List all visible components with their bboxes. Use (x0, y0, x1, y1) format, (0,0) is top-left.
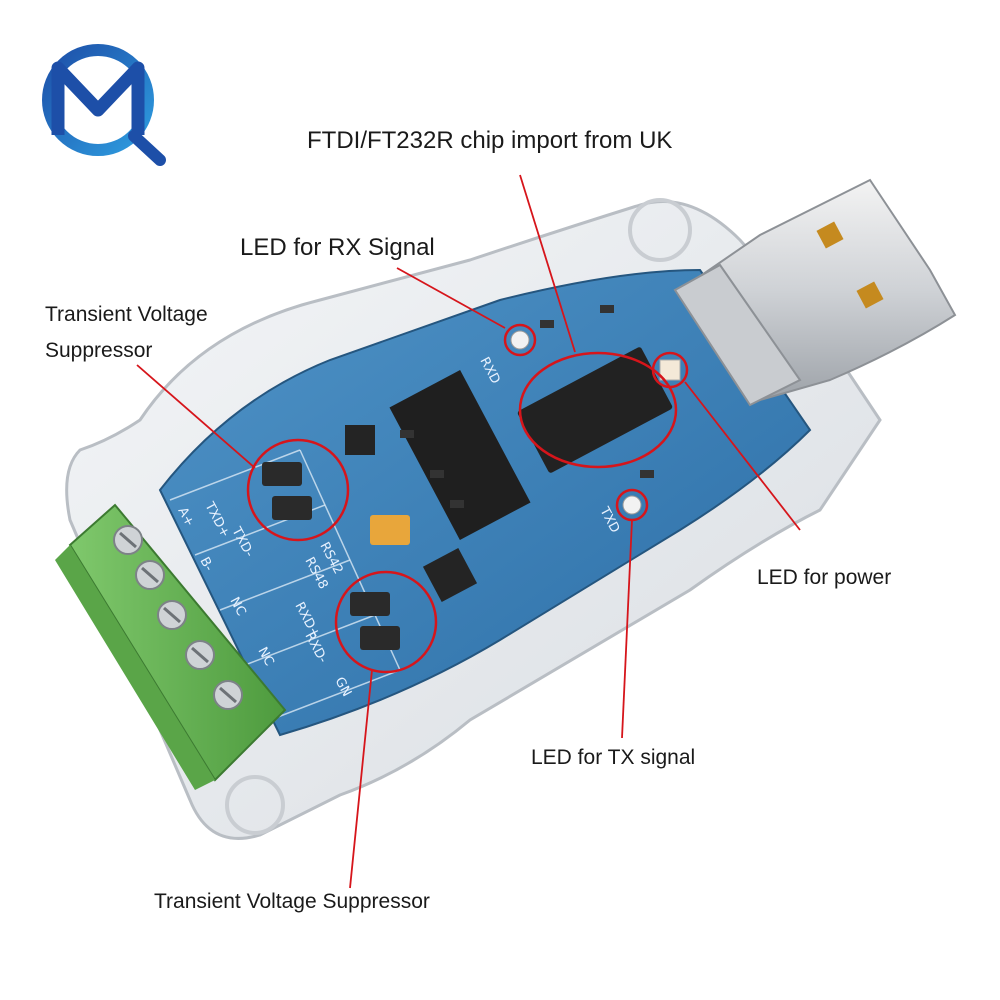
callout-tvs-bottom: Transient Voltage Suppressor (154, 890, 430, 913)
callout-tvs-top: Transient Voltage Suppressor (45, 303, 208, 362)
callout-chip: FTDI/FT232R chip import from UK (307, 127, 673, 154)
terminal-block (55, 503, 287, 790)
usb-a-plug (673, 178, 957, 407)
leader-led-power (684, 381, 801, 531)
callout-led-tx: LED for TX signal (531, 746, 696, 769)
leader-led-rx (396, 267, 506, 329)
circle-chip (518, 351, 678, 469)
label-b-minus: B- (196, 555, 216, 574)
leader-tvs-top (136, 364, 256, 469)
components (262, 305, 681, 650)
leader-lines (136, 174, 801, 889)
led-rx (510, 330, 530, 350)
circle-led-rx (503, 323, 537, 357)
leader-chip (519, 174, 576, 353)
leader-led-tx (621, 519, 633, 739)
circle-tvs-bottom (334, 570, 438, 674)
callout-led-rx: LED for RX Signal (240, 234, 435, 261)
led-power (659, 359, 681, 381)
led-tx (622, 495, 642, 515)
annotation-circles (246, 323, 689, 674)
brand-logo (42, 44, 166, 166)
leader-tvs-bottom (349, 669, 373, 889)
callout-led-power: LED for power (757, 566, 892, 589)
circle-led-power (651, 351, 689, 389)
circle-tvs-top (246, 438, 350, 542)
